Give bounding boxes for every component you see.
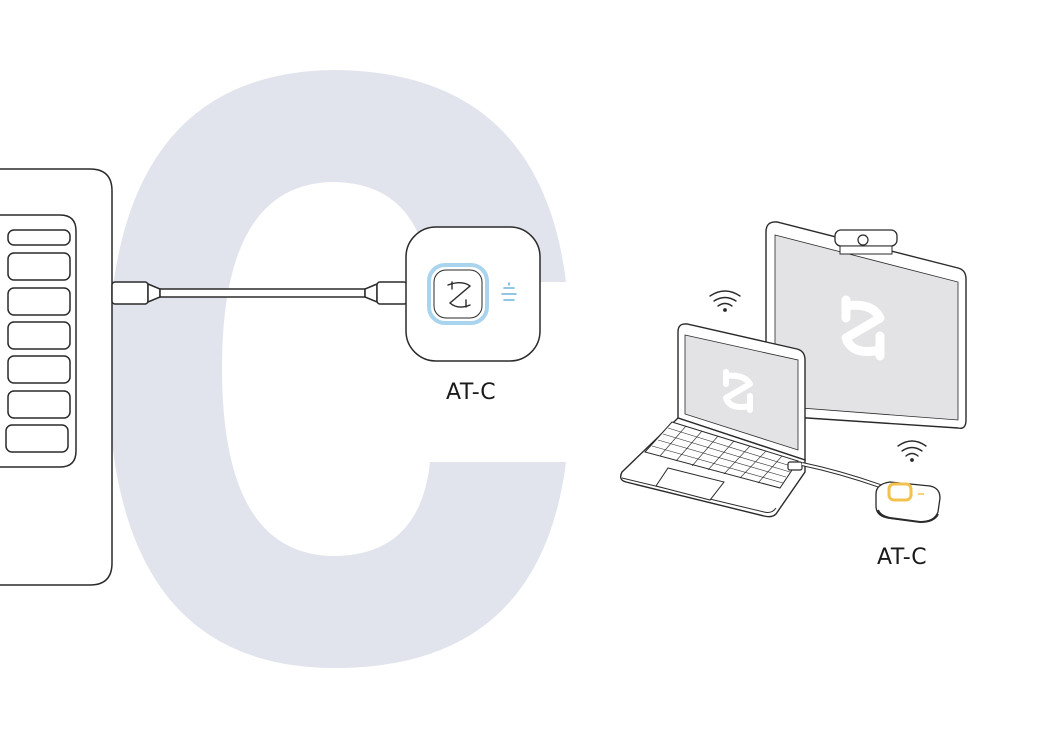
- dongle-label-small: AT-C: [877, 545, 928, 570]
- laptop-trackpad: [655, 467, 725, 501]
- display-monitor: [765, 221, 967, 430]
- dongle-label-large: AT-C: [446, 380, 497, 405]
- brand-logo-icon: [723, 369, 753, 413]
- wireless-dongle-small: [875, 481, 941, 524]
- laptop: [619, 323, 806, 518]
- wireless-dongle-large: [405, 226, 541, 362]
- usb-c-cable: [111, 281, 408, 305]
- webcam-icon: [834, 229, 898, 255]
- status-indicator-icon: [501, 282, 517, 301]
- usb-c-cable-small: [787, 461, 881, 488]
- background-letter-c: [108, 70, 566, 668]
- brand-logo-icon: [841, 295, 885, 361]
- usb-c-port-panel: [0, 168, 113, 586]
- wifi-icon: [897, 440, 927, 462]
- brand-logo-icon: [447, 281, 472, 308]
- wifi-icon: [709, 290, 741, 312]
